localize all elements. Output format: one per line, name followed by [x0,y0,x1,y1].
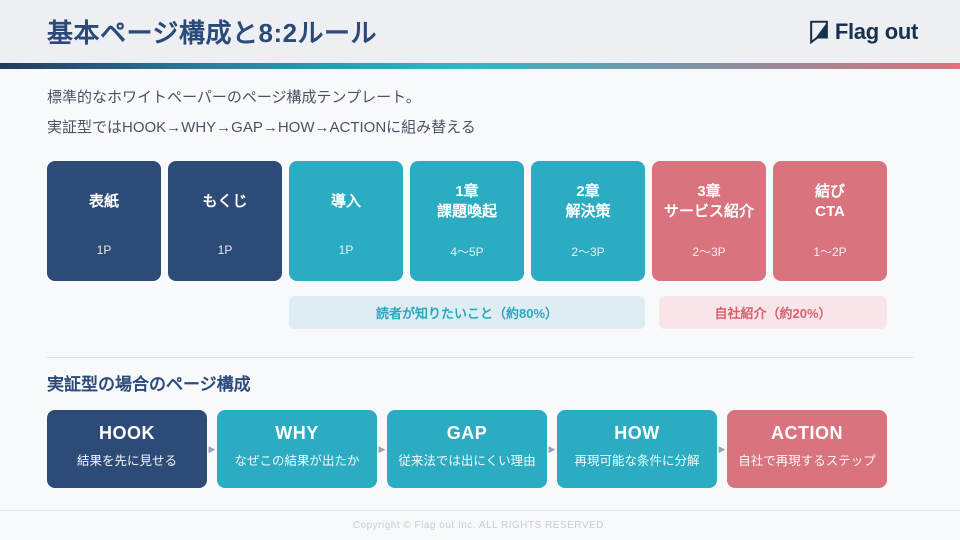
arrow-right-icon: ▶ [718,443,726,454]
page-block: もくじ 1P [168,161,282,281]
logo-text: Flag out [834,18,918,44]
flow-step-title: GAP [446,423,488,443]
flow-step-title: HOW [614,423,660,443]
page-block-title: 1章 課題喚起 [436,182,497,220]
label-spacer [47,296,289,329]
section-divider [47,357,913,358]
flow-heading: 実証型の場合のページ構成 [47,375,251,394]
page-block-title: 導入 [330,192,361,210]
page-block-pages: 2〜3P [692,245,726,259]
page-title: 基本ページ構成と8:2ルール [47,18,378,48]
flag-icon [808,19,830,45]
page-block-pages: 1〜2P [813,245,847,259]
page-block: 1章 課題喚起 4〜5P [410,161,524,281]
page-block: 3章 サービス紹介 2〜3P [652,161,766,281]
flow-step-subtitle: 従来法では出にくい理由 [398,454,536,468]
page-block-pages: 1P [338,243,354,257]
page-block: 結び CTA 1〜2P [773,161,887,281]
page-block-title: 表紙 [88,192,119,210]
content: 標準的なホワイトペーパーのページ構成テンプレート。 実証型ではHOOK→WHY→… [0,69,960,488]
footer: Copyright © Flag out Inc. ALL RIGHTS RES… [0,510,960,540]
header: 基本ページ構成と8:2ルール Flag out [0,0,960,63]
flow-step: ACTION 自社で再現するステップ [727,410,887,488]
flow-step-title: ACTION [771,423,843,443]
page-block-title: 2章 解決策 [565,182,611,220]
coverage-label-reader: 読者が知りたいこと（約80%） [289,296,645,329]
intro-text: 標準的なホワイトペーパーのページ構成テンプレート。 実証型ではHOOK→WHY→… [47,69,913,143]
flow-step: HOOK 結果を先に見せる [47,410,207,488]
page-block: 2章 解決策 2〜3P [531,161,645,281]
page-structure-row: 表紙 1P もくじ 1P 導入 1P 1章 課題喚起 4〜5P 2章 解決策 2… [47,161,887,281]
flow-step-subtitle: 自社で再現するステップ [738,454,876,468]
page-block: 表紙 1P [47,161,161,281]
flow-step-title: WHY [275,423,319,443]
intro-line: 実証型ではHOOK→WHY→GAP→HOW→ACTIONに組み替える [47,119,476,136]
page-block-pages: 1P [217,243,233,257]
accent-gradient-bar [0,63,960,69]
flow-step-title: HOOK [99,423,155,443]
arrow-right-icon: ▶ [548,443,556,454]
flow-step-subtitle: 再現可能な条件に分解 [574,454,700,468]
flow-step-subtitle: 結果を先に見せる [76,454,177,468]
page-block-pages: 4〜5P [450,245,484,259]
flow-step: WHY なぜこの結果が出たか [217,410,377,488]
coverage-label-company: 自社紹介（約20%） [659,296,887,329]
page-block-title: 3章 サービス紹介 [663,182,754,220]
flow-step-subtitle: なぜこの結果が出たか [234,454,360,468]
footer-copyright: Copyright © Flag out Inc. ALL RIGHTS RES… [352,520,608,531]
page-block-pages: 2〜3P [571,245,605,259]
brand-logo: Flag out [808,19,918,45]
flow-step: GAP 従来法では出にくい理由 [387,410,547,488]
flow-step: HOW 再現可能な条件に分解 [557,410,717,488]
page-block-title: もくじ [202,192,248,210]
arrow-right-icon: ▶ [378,443,386,454]
page-block: 導入 1P [289,161,403,281]
coverage-labels-row: 読者が知りたいこと（約80%） 自社紹介（約20%） [47,296,887,329]
arrow-right-icon: ▶ [208,443,216,454]
flow-row: HOOK 結果を先に見せる ▶ WHY なぜこの結果が出たか ▶ GAP 従来法… [47,410,887,488]
page-block-pages: 1P [96,243,112,257]
intro-line: 標準的なホワイトペーパーのページ構成テンプレート。 [47,89,421,106]
page-block-title: 結び CTA [814,182,845,220]
